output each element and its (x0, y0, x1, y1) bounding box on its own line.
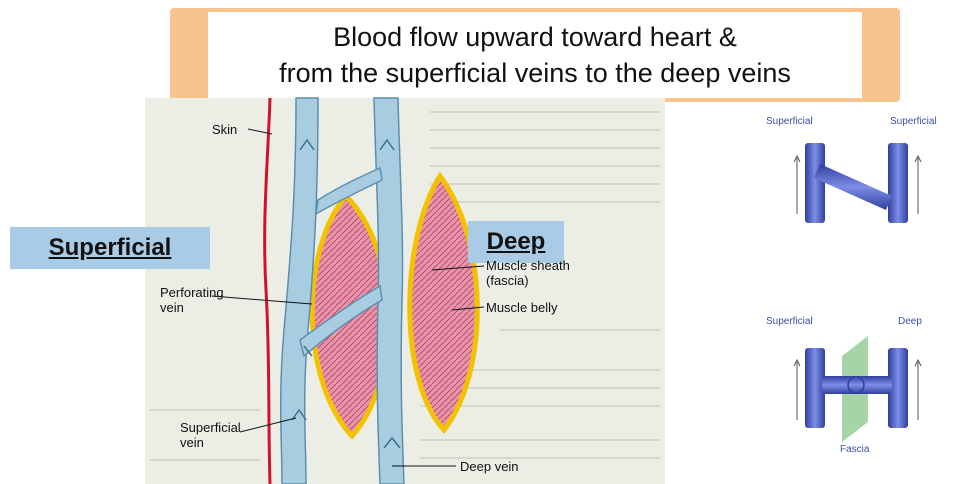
superficial-label: Superficial (10, 227, 210, 269)
deep-label: Deep (468, 221, 564, 263)
superficial-vein-line-1: Superficial (180, 420, 241, 435)
superficial-vein-line-2: vein (180, 435, 241, 450)
schematic-top-right-label: Superficial (890, 116, 937, 127)
schematic-bottom-left-label: Superficial (766, 316, 813, 327)
superficial-vein-annotation: Superficial vein (180, 420, 241, 450)
deep-vein-annotation: Deep vein (460, 459, 519, 474)
schematic-bottom-right-label: Deep (898, 316, 922, 327)
muscle-sheath-line-1: Muscle sheath (486, 258, 570, 273)
perforating-line-1: Perforating (160, 285, 224, 300)
perforating-vein-annotation: Perforating vein (160, 285, 224, 315)
muscle-sheath-line-2: (fascia) (486, 273, 570, 288)
perforating-line-2: vein (160, 300, 224, 315)
muscle-sheath-annotation: Muscle sheath (fascia) (486, 258, 570, 288)
muscle-belly-annotation: Muscle belly (486, 300, 558, 315)
skin-annotation: Skin (212, 122, 237, 137)
schematic-fascia-label: Fascia (840, 444, 869, 455)
schematic-bottom (794, 336, 921, 442)
schematic-top (794, 143, 921, 223)
schematic-top-left-label: Superficial (766, 116, 813, 127)
